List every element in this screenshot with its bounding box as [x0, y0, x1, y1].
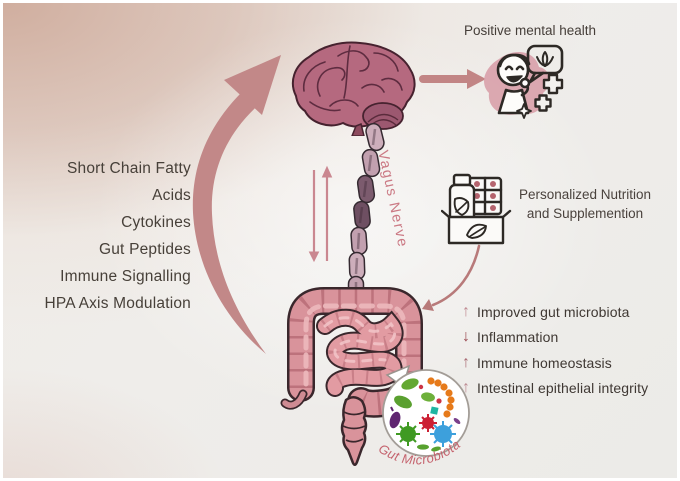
microbes-cluster [389, 377, 461, 452]
intestine-illustration [280, 287, 423, 466]
signal-item: HPA Axis Modulation [44, 295, 191, 312]
outcome-label: Immune homeostasis [477, 354, 612, 371]
sparkle-icon [516, 103, 532, 119]
outcome-row: ↑ Intestinal epithelial integrity [462, 376, 648, 402]
personalized-nutrition-icon [441, 173, 512, 245]
gut-microbiota-circle: Gut Microbiota [376, 364, 470, 467]
nutrition-label-line2: and Supplemention [526, 206, 644, 221]
signal-item: Immune Signalling [60, 268, 191, 285]
outcome-label: Intestinal epithelial integrity [477, 380, 649, 397]
speech-bubble-lotus-icon [526, 44, 564, 84]
happy-person-icon [484, 44, 564, 119]
brain-illustration [291, 41, 416, 136]
nutrition-box-leaf-icon [441, 209, 512, 245]
nutrition-label-line1: Personalized Nutrition [518, 187, 652, 202]
outcome-label: Improved gut microbiota [477, 303, 630, 320]
outcome-row: ↓ Inflammation [462, 325, 648, 351]
signal-item: Short Chain Fatty Acids [66, 160, 191, 204]
curved-arrow-nutrition-to-gut [422, 244, 481, 311]
curved-arrow-gut-to-brain [192, 55, 281, 354]
spine-vertebrae-illustration [347, 123, 385, 305]
outcome-label: Inflammation [477, 329, 559, 346]
gut-signals-list: Short Chain Fatty Acids Cytokines Gut Pe… [31, 155, 191, 317]
outcome-row: ↑ Improved gut microbiota [462, 299, 648, 325]
up-arrow-icon: ↑ [462, 379, 470, 397]
up-arrow-icon: ↑ [462, 302, 470, 320]
signal-item: Cytokines [121, 214, 191, 231]
arrow-brain-to-mental-health [419, 69, 486, 89]
bidirectional-arrows [308, 165, 333, 263]
gut-outcomes-list: ↑ Improved gut microbiota ↓ Inflammation… [462, 299, 648, 401]
medical-cross-icon [534, 73, 564, 112]
up-arrow-icon: ↑ [462, 353, 470, 371]
positive-mental-health-label: Positive mental health [463, 23, 597, 38]
signal-item: Gut Peptides [98, 241, 191, 258]
personalized-nutrition-label: Personalized Nutrition and Supplemention [515, 185, 655, 223]
connector-arrows-layer [192, 55, 486, 354]
outcome-row: ↑ Immune homeostasis [462, 350, 648, 376]
down-arrow-icon: ↓ [462, 328, 470, 346]
